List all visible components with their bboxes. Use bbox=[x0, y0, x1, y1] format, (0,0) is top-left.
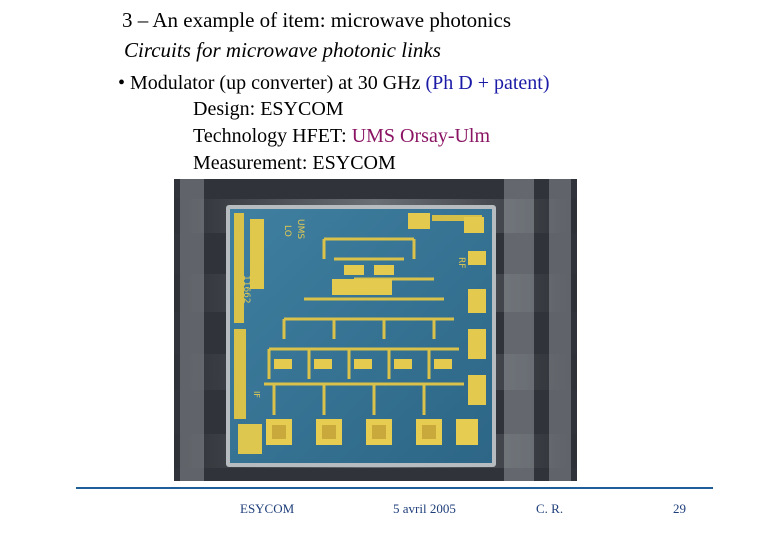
technology-value: UMS Orsay-Ulm bbox=[351, 125, 491, 147]
measurement-label: Measurement: bbox=[193, 152, 313, 174]
chip-ums-logo: UMS bbox=[295, 219, 305, 239]
bullet-highlight: (Ph D + patent) bbox=[425, 72, 550, 94]
technology-line: Technology HFET: UMS Orsay-Ulm bbox=[193, 125, 490, 148]
design-line: Design: ESYCOM bbox=[193, 98, 344, 121]
slide-subtitle: Circuits for microwave photonic links bbox=[124, 38, 441, 62]
footer-org: ESYCOM bbox=[240, 501, 295, 516]
design-label: Design: bbox=[193, 98, 261, 120]
chip-photo: LO UMS RF 11662 IF bbox=[174, 179, 577, 481]
footer-divider bbox=[76, 487, 713, 489]
footer-page-number: 29 bbox=[673, 501, 686, 516]
slide-title: 3 – An example of item: microwave photon… bbox=[122, 8, 511, 32]
chip-lo-label: LO bbox=[282, 225, 292, 237]
chip-rf-label: RF bbox=[456, 257, 466, 268]
footer-date: 5 avril 2005 bbox=[393, 501, 456, 516]
chip-if-label: IF bbox=[252, 391, 261, 398]
design-value: ESYCOM bbox=[260, 98, 344, 120]
measurement-value: ESYCOM bbox=[312, 152, 396, 174]
bullet-modulator: • Modulator (up converter) at 30 GHz (Ph… bbox=[118, 72, 550, 95]
technology-label: Technology HFET: bbox=[193, 125, 352, 147]
footer-author: C. R. bbox=[536, 501, 564, 516]
bullet-text: • Modulator (up converter) at 30 GHz bbox=[118, 72, 426, 94]
chip-id-label: 11662 bbox=[241, 275, 251, 304]
chip-micrograph: LO UMS RF 11662 IF bbox=[174, 179, 577, 481]
measurement-line: Measurement: ESYCOM bbox=[193, 152, 396, 175]
